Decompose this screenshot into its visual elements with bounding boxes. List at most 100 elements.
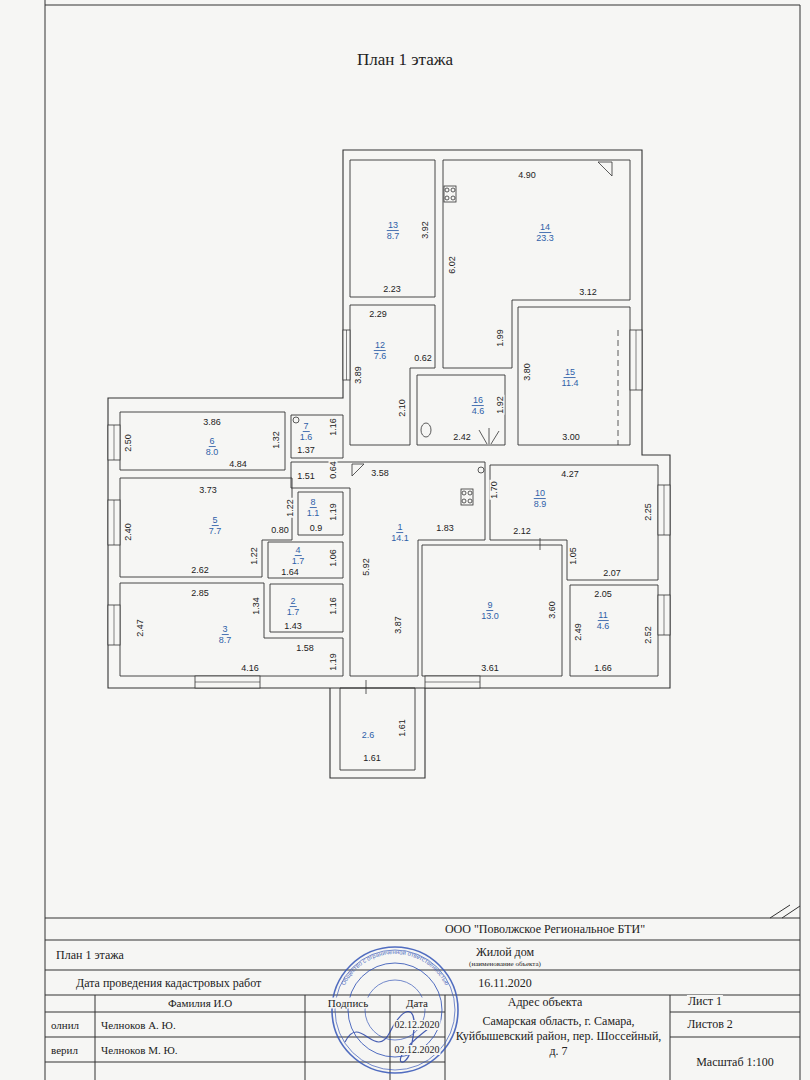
dimension: 2.12 xyxy=(512,527,532,536)
dimension: 1.37 xyxy=(296,446,316,455)
room-area: 7.7 xyxy=(208,527,223,537)
room-number: 14 xyxy=(539,222,551,233)
room-area: 8.7 xyxy=(386,232,401,242)
title-block-text: Адрес объекта xyxy=(507,996,583,1008)
room-area: 1.1 xyxy=(306,509,321,519)
stove-symbol xyxy=(461,489,473,505)
room: 114.1 xyxy=(291,462,485,676)
dimension: 2.40 xyxy=(124,522,133,542)
title-block-text: План 1 этажа xyxy=(55,949,125,961)
dimension: 1.51 xyxy=(296,472,316,481)
dimension: 2.47 xyxy=(136,618,145,638)
room-area: 11.4 xyxy=(561,379,580,389)
title-block-text: 02.12.2020 xyxy=(394,1020,441,1030)
room-label: 164.6 xyxy=(471,395,486,417)
room-number: 8 xyxy=(309,497,316,508)
dimension: 1.66 xyxy=(593,664,613,673)
title-block-text: Жилой дом xyxy=(475,946,535,958)
window xyxy=(195,676,260,688)
dimension: 1.22 xyxy=(250,546,259,566)
dimension: 1.06 xyxy=(329,548,338,568)
dimension: 3.73 xyxy=(198,486,218,495)
room-number: 10 xyxy=(534,488,546,499)
room-area: 8.7 xyxy=(218,636,233,646)
room-area: 8.9 xyxy=(533,500,548,510)
vent-symbol xyxy=(352,464,364,476)
room-outline xyxy=(350,160,435,297)
dimension: 3.00 xyxy=(561,433,581,442)
title-block-text: верил xyxy=(50,1045,79,1056)
room-label: 1423.3 xyxy=(535,222,555,244)
dimension: 1.19 xyxy=(329,502,338,522)
dashed-line xyxy=(618,330,619,445)
room-label: 913.0 xyxy=(480,600,500,622)
sink-symbol xyxy=(293,417,299,423)
title-block-text: олнил xyxy=(50,1020,80,1031)
room-outline xyxy=(120,478,292,577)
room-number: 6 xyxy=(208,436,215,447)
room-label: 2.6 xyxy=(361,730,376,740)
room-area: 8.0 xyxy=(205,448,220,458)
dimension: 4.16 xyxy=(240,664,260,673)
room-area: 14.1 xyxy=(390,534,410,544)
stamp: Общество с ограниченной ответственностью xyxy=(332,947,458,1073)
room-outline xyxy=(270,584,343,632)
dimension: 3.87 xyxy=(394,615,403,635)
toilet-symbol xyxy=(421,423,431,437)
dimension: 1.16 xyxy=(329,596,338,616)
room-number: 13 xyxy=(387,220,399,231)
dimension: 3.58 xyxy=(370,469,390,478)
room: 38.7 xyxy=(120,583,343,676)
dimension: 0.9 xyxy=(309,524,324,533)
room-area: 13.0 xyxy=(480,612,500,622)
window xyxy=(658,485,670,535)
entrance-mark xyxy=(366,680,367,694)
room-outline xyxy=(570,585,658,676)
title-block-text: Челноков М. Ю. xyxy=(100,1045,178,1056)
window xyxy=(425,676,480,688)
room-outline xyxy=(417,375,505,445)
dimension: 1.43 xyxy=(283,622,303,631)
title-block-text: ООО "Поволжское Региональное БТИ" xyxy=(444,923,646,935)
dimension: 1.16 xyxy=(329,417,338,437)
dimension: 3.12 xyxy=(578,288,598,297)
plan-title: План 1 этажа xyxy=(357,50,453,70)
room-outline xyxy=(120,583,343,676)
room-number: 7 xyxy=(302,421,309,432)
room-label: 41.7 xyxy=(291,545,306,567)
room-label: 108.9 xyxy=(533,488,548,510)
dimension: 3.80 xyxy=(523,362,532,382)
dimension: 2.05 xyxy=(593,590,613,599)
room-label: 21.7 xyxy=(286,596,301,618)
dimension: 1.58 xyxy=(295,644,315,653)
vent-symbol xyxy=(598,162,612,176)
room-label: 38.7 xyxy=(218,624,233,646)
window xyxy=(108,605,120,645)
dimension: 4.84 xyxy=(228,460,248,469)
room-outline xyxy=(340,688,415,770)
dimension: 2.50 xyxy=(124,433,133,453)
window xyxy=(658,595,670,635)
window xyxy=(343,330,350,380)
room-area: 2.6 xyxy=(361,730,376,740)
window xyxy=(108,500,120,545)
room-outline xyxy=(291,415,343,458)
room-outline xyxy=(422,545,562,676)
dimension: 2.29 xyxy=(368,310,388,319)
dimension: 2.42 xyxy=(452,433,472,442)
room-outline xyxy=(120,412,285,470)
room-label: 114.1 xyxy=(390,522,410,544)
room-number: 3 xyxy=(221,624,228,635)
room-area: 1.7 xyxy=(286,608,301,618)
room-label: 138.7 xyxy=(386,220,401,242)
dimension: 1.22 xyxy=(286,498,295,518)
room-area: 1.6 xyxy=(299,433,314,443)
dimension: 1.34 xyxy=(252,596,261,616)
room-outline xyxy=(490,465,658,580)
dimension: 2.07 xyxy=(602,569,622,578)
dimension: 2.62 xyxy=(190,566,210,575)
window xyxy=(108,425,120,460)
dimension: 0.62 xyxy=(413,354,433,363)
title-block-text: Дата xyxy=(405,998,429,1009)
title-block-text: Фамилия И.О xyxy=(167,998,233,1009)
